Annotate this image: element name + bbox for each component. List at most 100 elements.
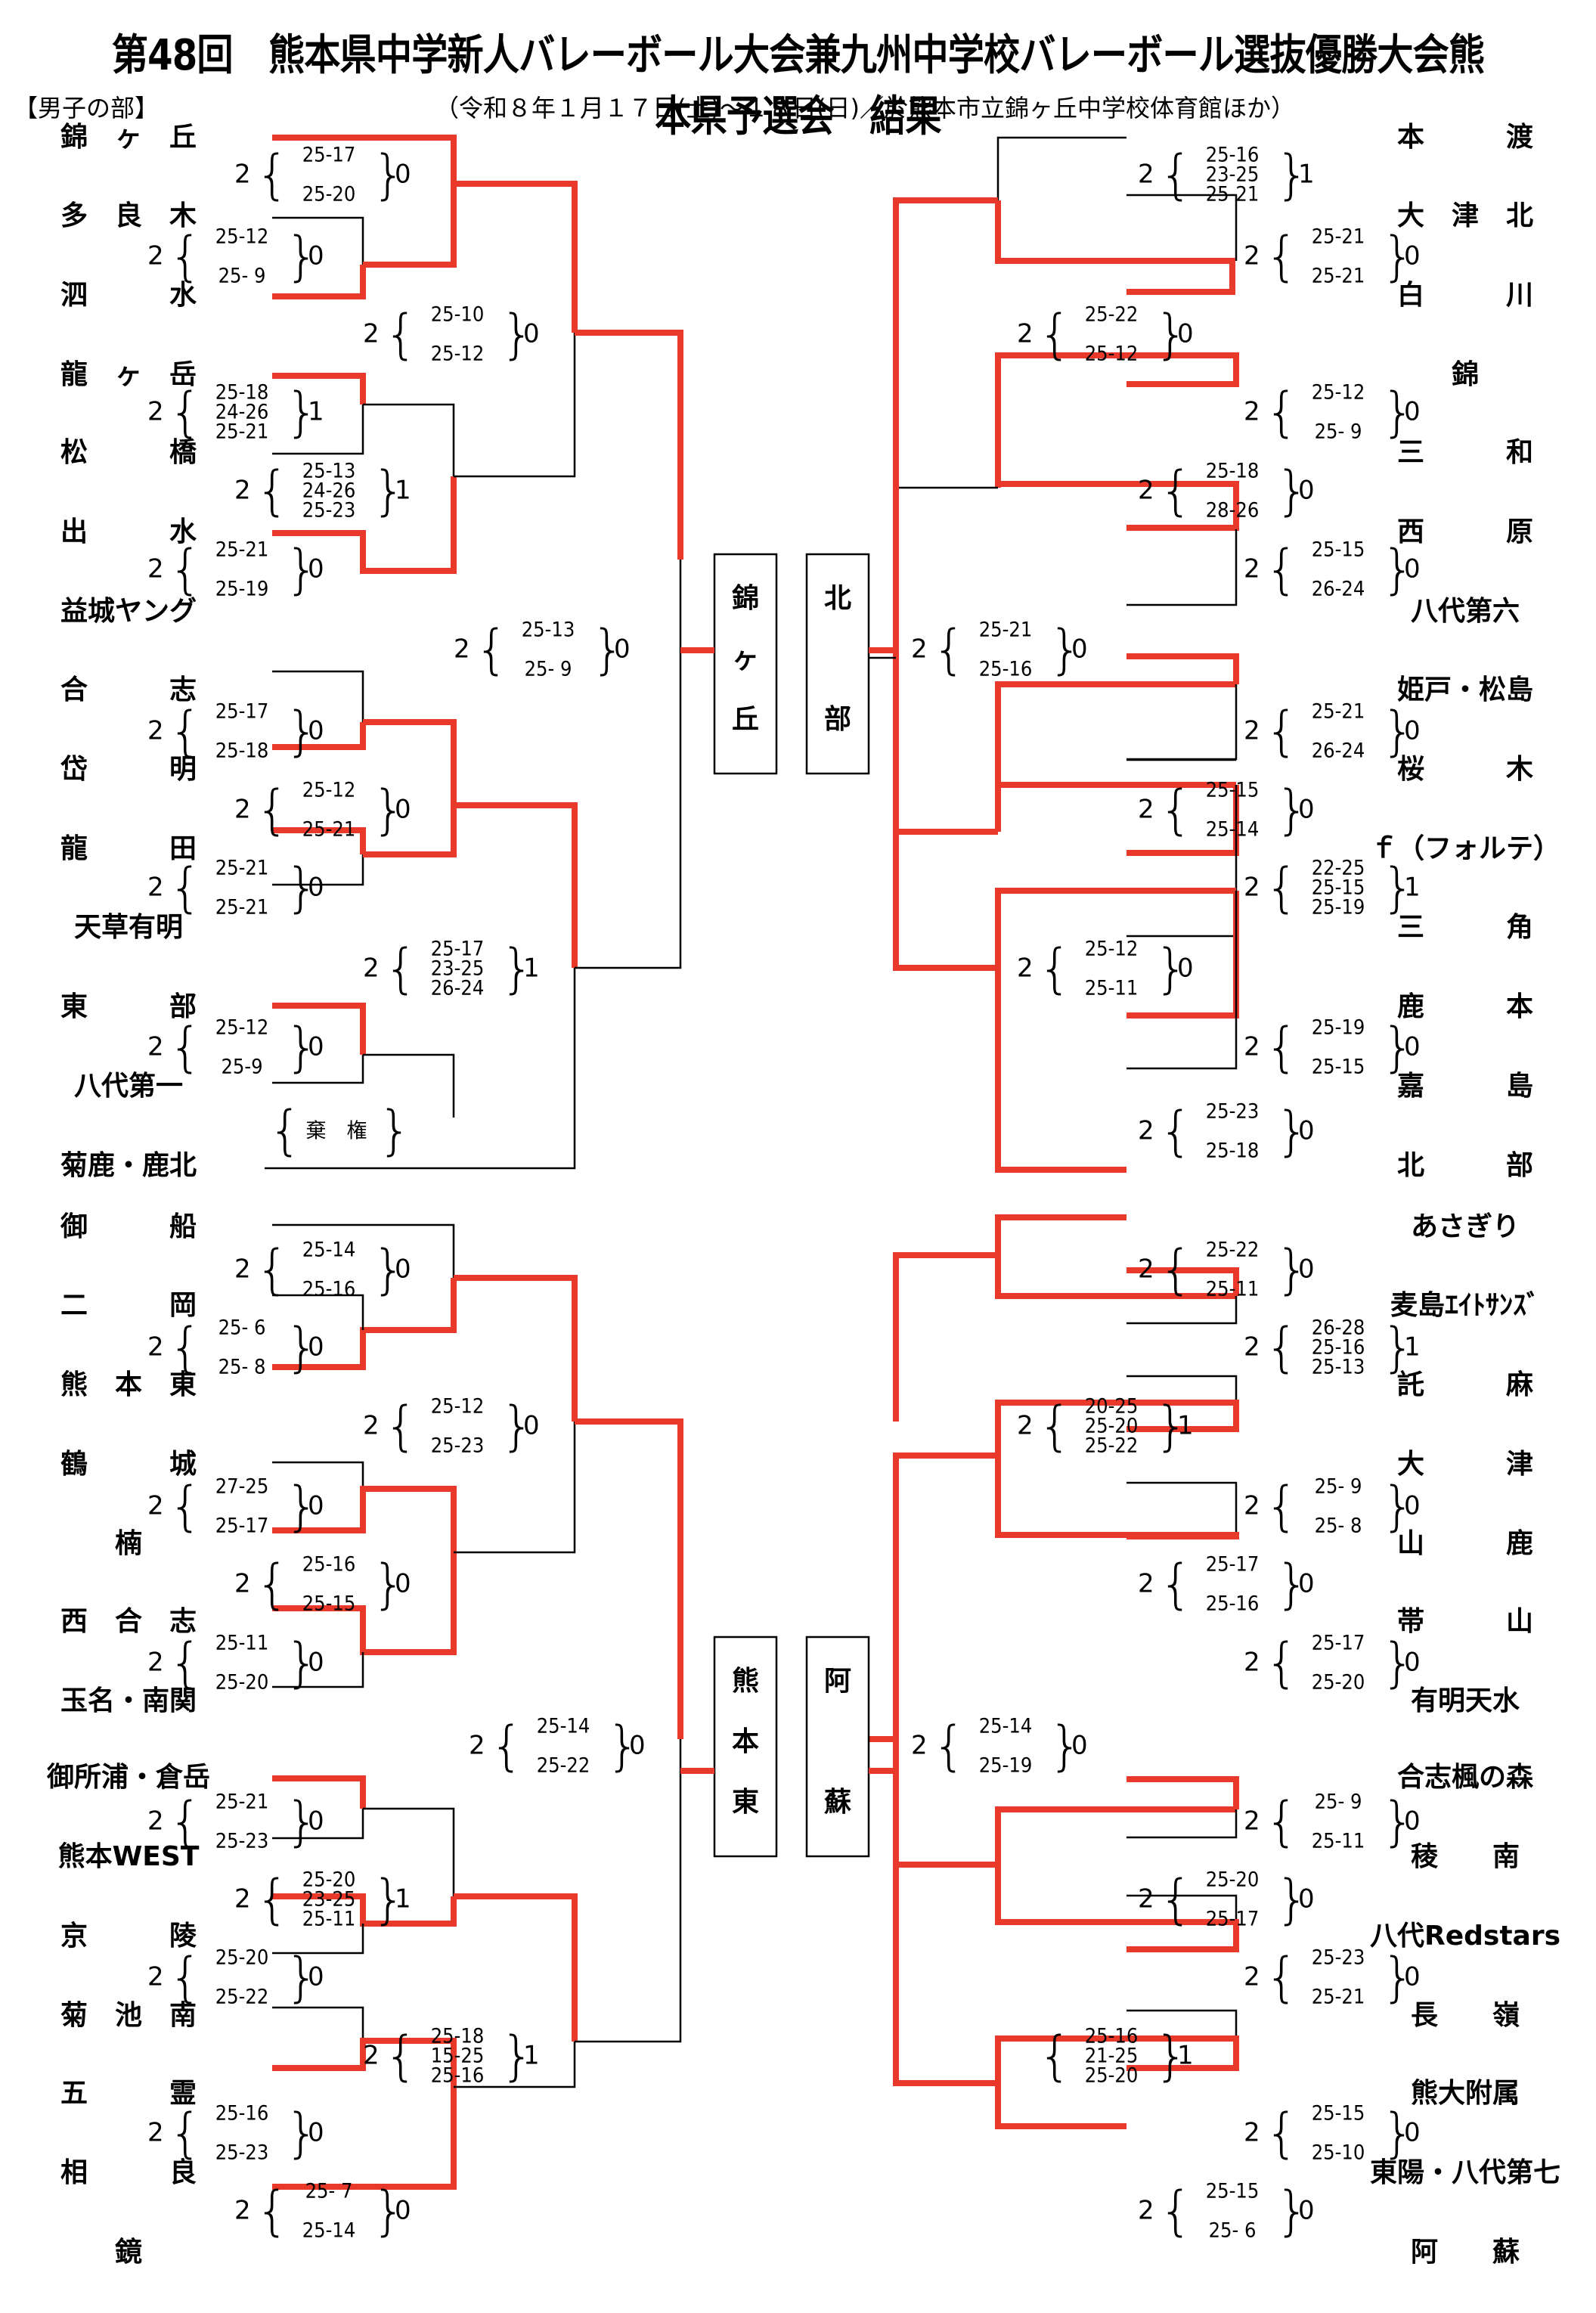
team-name-right: 西 原 — [1397, 516, 1533, 547]
set-score: 25-10 — [431, 303, 485, 327]
sets-won: 2 — [469, 1731, 485, 1761]
brace-close-icon: } — [591, 619, 625, 681]
set-score: 25-16 — [1312, 1336, 1365, 1360]
brace-close-icon: } — [1381, 1475, 1415, 1537]
team-name-right: 鹿 本 — [1397, 991, 1533, 1022]
sets-won: 2 — [363, 319, 380, 349]
team-name-right: 合志楓の森 — [1397, 1762, 1534, 1793]
winner-line — [272, 1893, 457, 1927]
set-score: 25-12 — [215, 1016, 269, 1040]
set-score: 25-19 — [1312, 896, 1365, 919]
bracket-line — [363, 403, 455, 476]
winner-line — [995, 888, 1236, 968]
sets-lost: 0 — [395, 2196, 411, 2226]
brace-open-icon: { — [256, 779, 290, 841]
brace-open-icon: { — [256, 2180, 290, 2242]
winner-line — [363, 719, 457, 805]
match-score-R21: 2{25- 925-11}0 — [1244, 1791, 1421, 1853]
brace-close-icon: } — [285, 1632, 319, 1694]
sets-lost: 0 — [308, 873, 324, 903]
set-score: 25-21 — [215, 1791, 269, 1814]
sets-lost: 0 — [1177, 319, 1194, 349]
sets-lost: 0 — [1298, 1569, 1315, 1599]
brace-close-icon: } — [285, 225, 319, 287]
brace-open-icon: { — [256, 144, 290, 206]
sets-won: 2 — [234, 476, 251, 506]
set-score: 25-14 — [302, 1239, 356, 1262]
set-score: 27-25 — [215, 1475, 269, 1499]
winner-line — [995, 782, 1236, 832]
winner-line — [893, 197, 998, 333]
winner-line — [454, 1893, 578, 2042]
winner-line — [995, 1400, 1239, 1456]
team-name-left: 西 合 志 — [60, 1606, 197, 1637]
sets-won: 2 — [1244, 241, 1260, 271]
set-score: 25-22 — [1085, 1434, 1139, 1458]
sets-won: 2 — [1244, 1032, 1260, 1062]
brace-close-icon: } — [1049, 1715, 1083, 1777]
team-name-left: 合 志 — [60, 674, 197, 705]
winner-line — [272, 135, 457, 184]
winner-line — [893, 1453, 998, 1739]
sets-won: 2 — [363, 953, 380, 984]
set-score: 25-13 — [1312, 1356, 1365, 1379]
bracket-line — [272, 2006, 364, 2041]
team-name-left: 鶴 城 — [60, 1449, 197, 1480]
winner-line — [995, 352, 1239, 488]
brace-open-icon: { — [169, 1475, 203, 1537]
bracket-line — [454, 2042, 576, 2088]
bracket-line — [1126, 2009, 1238, 2039]
set-score: 25-16 — [431, 2064, 485, 2088]
sets-lost: 0 — [308, 241, 324, 271]
brace-close-icon: } — [1381, 1791, 1415, 1853]
bracket-line — [265, 968, 576, 1170]
bracket-line — [996, 136, 1126, 200]
set-score: 25-12 — [1085, 343, 1139, 366]
winner-line — [995, 1255, 1236, 1299]
sets-lost: 1 — [395, 476, 411, 506]
set-score: 20-25 — [1085, 1395, 1139, 1418]
center-box-4: 阿蘇 — [805, 1636, 870, 1858]
sets-lost: 0 — [1404, 1032, 1421, 1062]
set-score: 28-26 — [1206, 499, 1260, 522]
sets-lost: 0 — [1298, 795, 1315, 825]
sets-won: 2 — [147, 1491, 164, 1521]
brace-open-icon: { — [475, 619, 509, 681]
sets-won: 2 — [1138, 2196, 1154, 2226]
team-name-right: 三 和 — [1397, 437, 1533, 468]
set-score: 25-21 — [1312, 225, 1365, 249]
winner-line — [995, 1806, 1236, 1865]
bracket-line — [272, 1055, 364, 1084]
team-name-right: 有明天水 — [1411, 1685, 1520, 1716]
team-name-right: 本 渡 — [1397, 122, 1533, 153]
brace-open-icon: { — [169, 381, 203, 443]
bracket-line — [272, 1652, 364, 1688]
set-score: 25-21 — [215, 857, 269, 880]
winner-line — [575, 1418, 683, 1739]
team-name-right: 嘉 島 — [1397, 1071, 1533, 1102]
center-box-char: 熊 — [732, 1666, 759, 1697]
set-score: 25-12 — [1085, 938, 1139, 961]
sets-won: 2 — [911, 1731, 928, 1761]
sets-lost: 0 — [1404, 1648, 1421, 1678]
brace-open-icon: { — [1038, 2025, 1072, 2087]
set-score: 25-15 — [302, 1592, 356, 1616]
brace-close-icon: } — [285, 1316, 319, 1378]
sets-won: 2 — [234, 795, 251, 825]
center-box-2: 北部 — [805, 553, 870, 775]
sets-won: 2 — [1244, 1332, 1260, 1363]
brace-open-icon: { — [490, 1715, 524, 1777]
bracket-line — [272, 1294, 364, 1330]
sets-lost: 0 — [1298, 1254, 1315, 1285]
sets-won: 2 — [1138, 795, 1154, 825]
set-score: 25-15 — [1312, 876, 1365, 900]
set-score: 25- 9 — [1315, 420, 1362, 444]
